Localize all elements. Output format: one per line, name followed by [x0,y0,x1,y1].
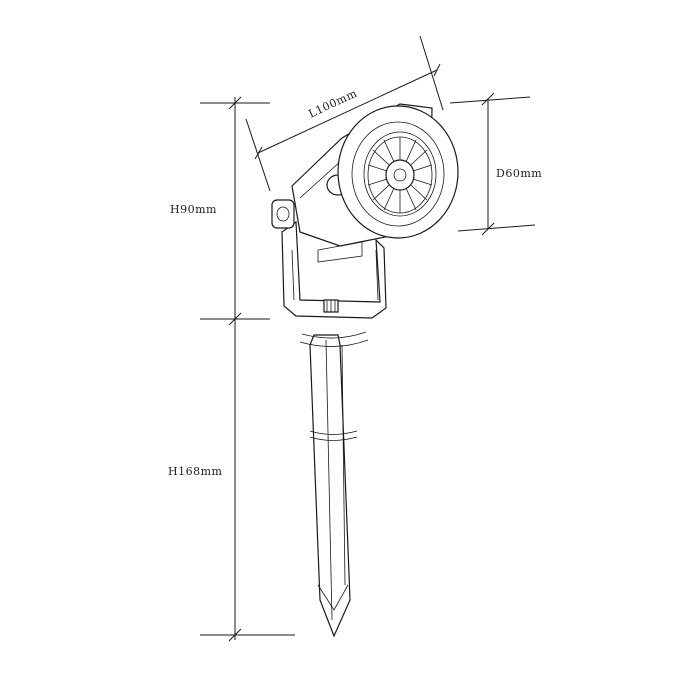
height-head-label: H90mm [170,203,217,216]
diameter-label: D60mm [496,167,542,180]
ground-spike [299,331,369,638]
length-label: L100mm [306,87,359,121]
diameter-dimension-lines [449,92,536,236]
mounting-bracket [271,199,387,319]
length-dimension-lines [245,35,444,192]
height-spike-label: H168mm [168,465,223,478]
lamp-face [337,105,459,239]
height-dimension-lines [200,96,295,642]
